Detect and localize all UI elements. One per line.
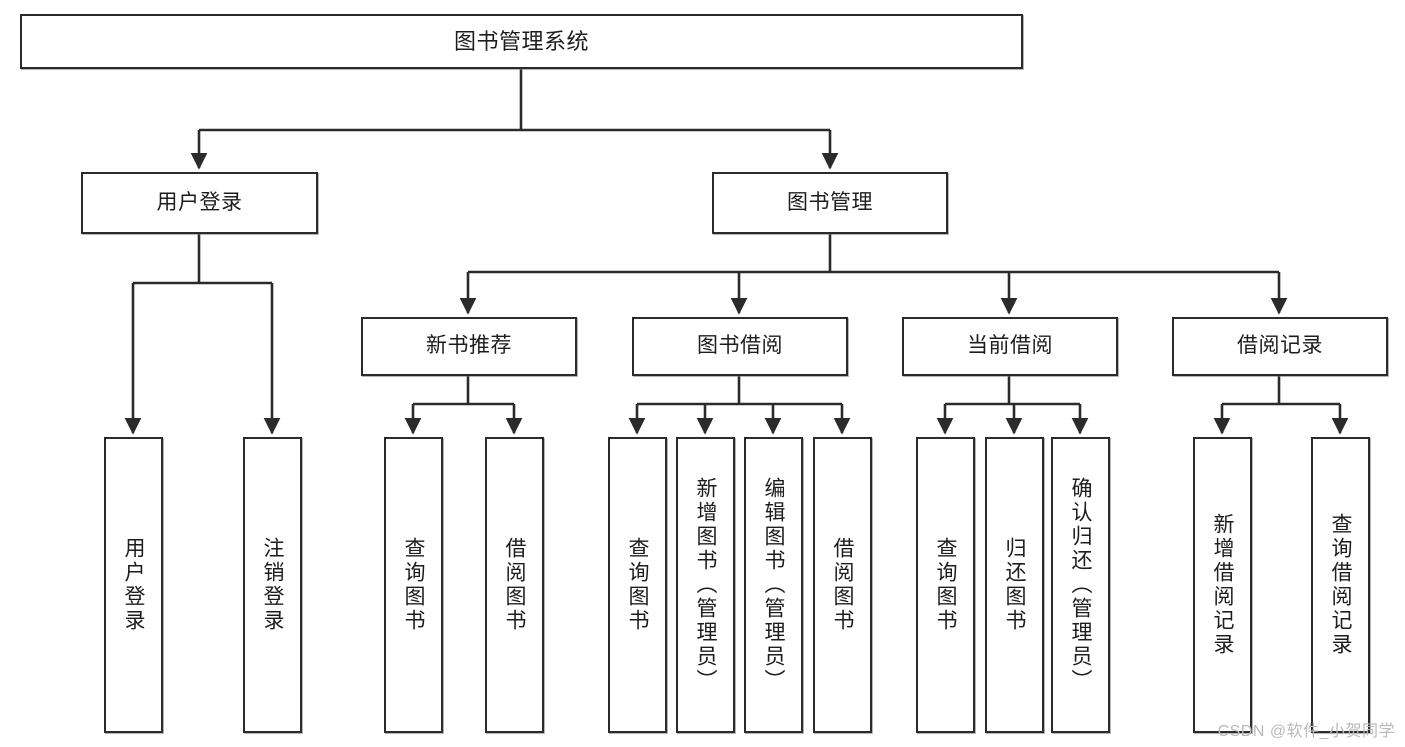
csdn-watermark: CSDN @软件_小贺同学	[1217, 723, 1395, 740]
node-book-management[interactable]: 图书管理	[712, 172, 948, 234]
node-leaf-query-book-3[interactable]: 查询图书	[916, 437, 975, 733]
node-current-borrow-label: 当前借阅	[967, 334, 1053, 358]
node-leaf-query-book-2-label: 查询图书	[626, 537, 649, 633]
node-leaf-return-book-label: 归还图书	[1003, 537, 1026, 633]
node-borrow-record[interactable]: 借阅记录	[1172, 317, 1388, 376]
node-root[interactable]: 图书管理系统	[20, 14, 1023, 69]
node-new-book-recommend[interactable]: 新书推荐	[361, 317, 577, 376]
node-new-book-recommend-label: 新书推荐	[426, 334, 512, 358]
node-leaf-borrow-book-2[interactable]: 借阅图书	[813, 437, 872, 733]
node-leaf-query-record-label: 查询借阅记录	[1329, 513, 1352, 657]
node-leaf-confirm-return[interactable]: 确认归还（管理员）	[1051, 437, 1110, 733]
node-leaf-add-book-label: 新增图书（管理员）	[694, 477, 717, 693]
node-leaf-borrow-book-1[interactable]: 借阅图书	[485, 437, 544, 733]
node-leaf-edit-book[interactable]: 编辑图书（管理员）	[744, 437, 803, 733]
node-leaf-query-book-1[interactable]: 查询图书	[384, 437, 443, 733]
node-borrow-record-label: 借阅记录	[1237, 334, 1323, 358]
node-leaf-query-book-1-label: 查询图书	[402, 537, 425, 633]
node-leaf-query-book-3-label: 查询图书	[934, 537, 957, 633]
node-leaf-query-book-2[interactable]: 查询图书	[608, 437, 667, 733]
node-user-login-label: 用户登录	[156, 190, 243, 214]
node-leaf-user-login[interactable]: 用户登录	[104, 437, 163, 733]
node-leaf-query-record[interactable]: 查询借阅记录	[1311, 437, 1370, 733]
node-book-borrow[interactable]: 图书借阅	[632, 317, 848, 376]
node-current-borrow[interactable]: 当前借阅	[902, 317, 1118, 376]
node-leaf-edit-book-label: 编辑图书（管理员）	[762, 477, 785, 693]
node-leaf-return-book[interactable]: 归还图书	[985, 437, 1044, 733]
node-root-label: 图书管理系统	[453, 28, 589, 54]
node-book-borrow-label: 图书借阅	[697, 334, 783, 358]
node-leaf-borrow-book-1-label: 借阅图书	[503, 537, 526, 633]
node-leaf-confirm-return-label: 确认归还（管理员）	[1069, 477, 1092, 693]
node-leaf-borrow-book-2-label: 借阅图书	[831, 537, 854, 633]
node-leaf-logout-login-label: 注销登录	[261, 537, 284, 633]
node-leaf-add-record[interactable]: 新增借阅记录	[1193, 437, 1252, 733]
node-book-management-label: 图书管理	[787, 190, 873, 214]
node-leaf-logout-login[interactable]: 注销登录	[243, 437, 302, 733]
node-leaf-add-record-label: 新增借阅记录	[1211, 513, 1234, 657]
node-user-login[interactable]: 用户登录	[81, 172, 318, 234]
node-leaf-add-book[interactable]: 新增图书（管理员）	[676, 437, 735, 733]
node-leaf-user-login-label: 用户登录	[122, 537, 145, 633]
